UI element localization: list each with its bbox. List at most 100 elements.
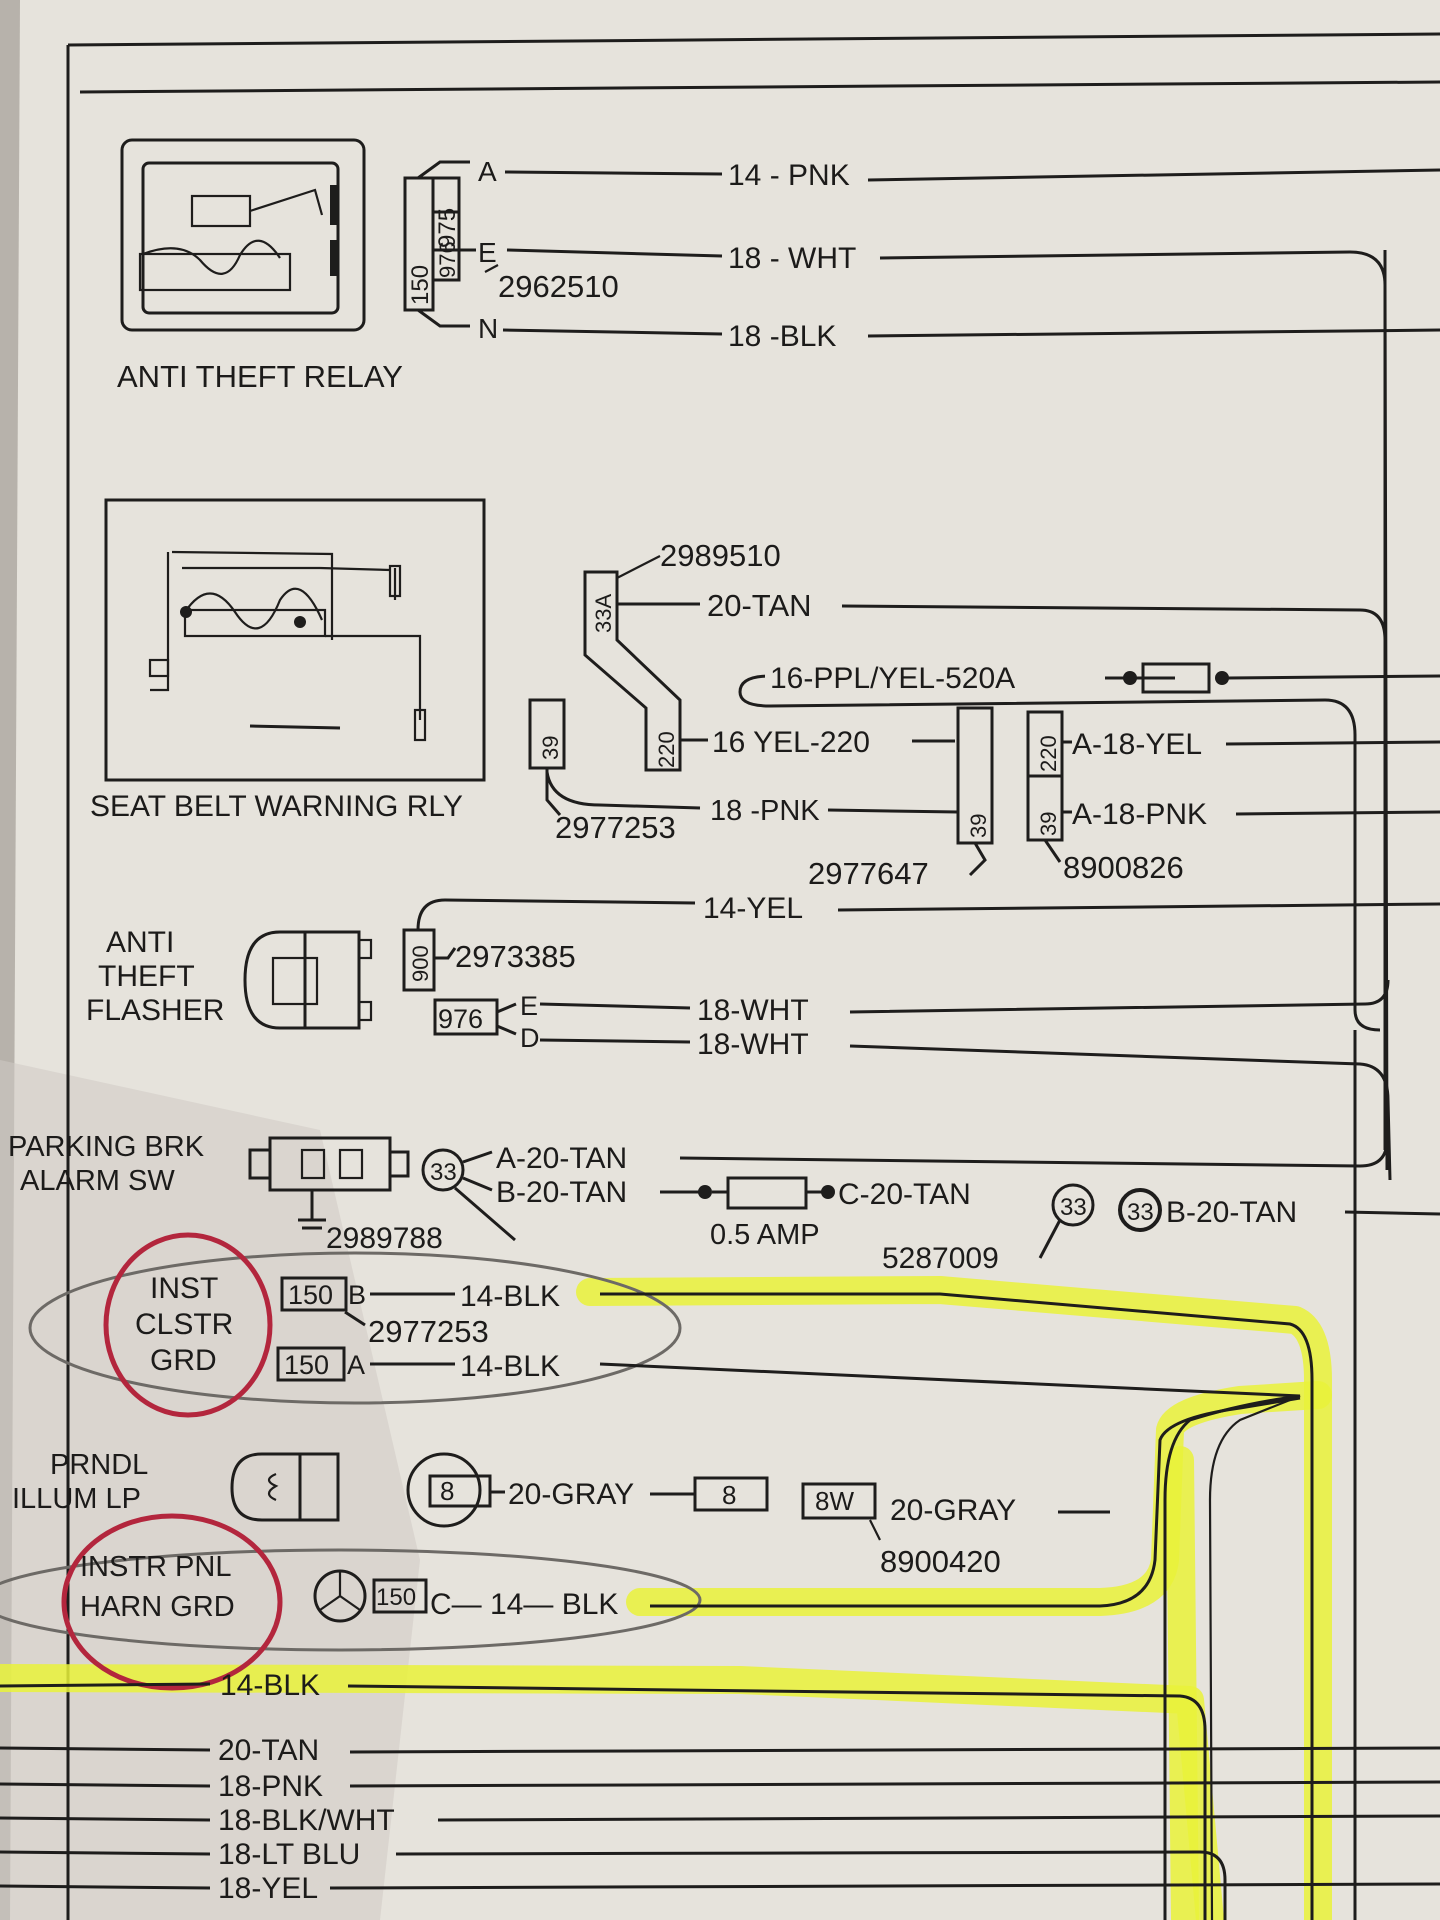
- wire-c-14-blk-label: C— 14— BLK: [430, 1588, 618, 1621]
- flasher-pin-e: E: [520, 991, 538, 1021]
- connector-8-mid-id: 8: [722, 1480, 736, 1510]
- bottom-wire-18-blk-wht-left: [0, 1816, 211, 1822]
- wire-14-pnk-right: [867, 168, 1440, 182]
- relay-coil-core: [138, 252, 292, 292]
- wire-14-blk-b-right: [600, 1292, 1314, 1920]
- pin-a: A: [347, 1350, 365, 1380]
- relay-connector-id-976: 976: [435, 241, 460, 278]
- flasher-pin-d: D: [520, 1023, 540, 1053]
- connector-33a: 33A: [591, 594, 616, 633]
- wire-n-18-blk-left: [502, 328, 723, 336]
- ground-icon: [298, 1190, 326, 1230]
- ground-strand: [1208, 1394, 1301, 1920]
- highlighter-marks: [0, 1276, 1332, 1920]
- wire-b-20-tan-right-label: B-20-TAN: [1166, 1196, 1297, 1229]
- wire-18-pnk-to-mid: [827, 808, 959, 814]
- connector-150-c: [372, 1578, 428, 1614]
- highlight-inst-clstr-wire: [576, 1276, 1332, 1920]
- red-circle-inst-clstr: [103, 1232, 273, 1418]
- prndl-lamp-case: [298, 1452, 340, 1522]
- red-circle-instr-pnl: [61, 1513, 283, 1691]
- part-2973385: 2973385: [455, 939, 576, 974]
- flasher-case: [303, 930, 361, 1030]
- prndl-filament-icon: [267, 1472, 279, 1502]
- bottom-wire-20-tan: 20-TAN: [218, 1734, 319, 1767]
- ground-star-icon: [313, 1569, 367, 1623]
- instr-pnl-label-1: INSTR PNL: [80, 1551, 231, 1583]
- relay-part-leader: [484, 264, 499, 273]
- part-8900826: 8900826: [1063, 850, 1184, 885]
- ground-star-lines: [319, 1572, 361, 1611]
- wire-20-gray-label: 20-GRAY: [508, 1478, 634, 1511]
- connector-8-circle: [406, 1452, 482, 1528]
- connector-900-id: 900: [408, 945, 433, 982]
- flasher-pin-leads: [496, 1002, 517, 1036]
- bottom-wire-18-pnk-left: [0, 1782, 211, 1788]
- wire-16-ppl-yel-label: 16-PPL/YEL-520A: [770, 662, 1015, 695]
- bottom-wire-14-blk: 14-BLK: [220, 1669, 320, 1702]
- wire-a-20-tan-label: A-20-TAN: [496, 1142, 627, 1175]
- part-2977253-top: 2977253: [555, 810, 676, 845]
- bottom-wire-18-yel-right: [329, 1882, 1440, 1890]
- seat-belt-relay-stud: [148, 658, 170, 678]
- seat-belt-bent-connector: [583, 570, 682, 772]
- bottom-wire-14-blk-right: [347, 1684, 1207, 1920]
- part-2977647: 2977647: [808, 856, 929, 891]
- relay-terminal: [330, 185, 338, 225]
- part-2989510: 2989510: [660, 538, 781, 573]
- wire-16-ppl-yel-loop: [738, 674, 1381, 1032]
- inst-clstr-part-leader: [344, 1310, 366, 1327]
- connector-33-c-id: 33: [1060, 1194, 1087, 1221]
- parking-label-line-2: ALARM SW: [20, 1165, 175, 1197]
- relay-pin-e: E: [478, 237, 497, 268]
- bottom-wire-18-pnk: 18-PNK: [218, 1770, 323, 1803]
- connector-39-mid-id: 39: [966, 814, 991, 838]
- seat-belt-relay-term-2: [413, 708, 427, 742]
- connector-8-id: 8: [440, 1476, 454, 1506]
- wire-c-20-tan-label: C-20-TAN: [838, 1178, 971, 1211]
- seat-belt-relay-label: SEAT BELT WARNING RLY: [90, 790, 463, 823]
- connector-39-right-id: 39: [1036, 812, 1061, 836]
- bottom-wire-18-yel: 18-YEL: [218, 1872, 318, 1905]
- wire-18-pnk-label: 18 -PNK: [710, 795, 820, 827]
- relay-pin-a: A: [478, 156, 497, 187]
- ppl-fuse-node-2: [1215, 671, 1229, 685]
- anti-theft-flasher: ANTI THEFT FLASHER 900 2973385 976 E D 1…: [86, 892, 1440, 1181]
- part-5287009-leader: [1038, 1219, 1062, 1259]
- paper-shadow: [0, 1060, 420, 1920]
- seat-belt-relay-coil-icon: [184, 587, 324, 630]
- connector-33-right: [1118, 1188, 1162, 1232]
- parking-brake-alarm-switch: PARKING BRK ALARM SW 33 2989788 A-20-TAN…: [8, 1131, 1440, 1275]
- wire-18-blk-label: 18 -BLK: [728, 320, 836, 353]
- bottom-wire-14-blk-left: [0, 1682, 211, 1688]
- pencil-loop-instr-pnl: [0, 1548, 702, 1652]
- switch-tip: [388, 1150, 410, 1178]
- relay-pin-n-lead: [417, 308, 470, 328]
- seat-belt-relay-leads: [319, 566, 422, 720]
- bottom-wire-20-tan-left: [0, 1746, 211, 1752]
- inst-clstr-label-1: INST: [150, 1272, 218, 1305]
- parking-label-line-1: PARKING BRK: [8, 1131, 205, 1163]
- prndl-label-2: ILLUM LP: [12, 1483, 141, 1515]
- prndl-lamp-body: [230, 1452, 302, 1522]
- wire-16-yel-label: 16 YEL-220: [712, 726, 870, 759]
- seat-belt-relay-box: [104, 498, 486, 782]
- wire-14-blk-a-label: 14-BLK: [460, 1350, 560, 1383]
- connector-8w-id: 8W: [815, 1486, 854, 1516]
- wire-18-wht-label: 18 - WHT: [728, 242, 856, 275]
- flasher-pin: [357, 938, 373, 960]
- bottom-wire-18-lt-blu-left: [0, 1850, 211, 1856]
- frame-top-line: [67, 32, 1440, 47]
- frame-second-line: [79, 80, 1440, 94]
- wire-18-wht-e-label: 18-WHT: [697, 994, 809, 1027]
- connector-33-c: [1051, 1183, 1095, 1227]
- ppl-fuse-icon: [1141, 662, 1211, 694]
- anti-theft-relay-label: ANTI THEFT RELAY: [117, 359, 403, 394]
- fuse-node-right: [821, 1185, 835, 1199]
- part-2989788: 2989788: [326, 1222, 443, 1255]
- wire-a-18-pnk-label: A-18-PNK: [1072, 798, 1207, 831]
- relay-terminal-2: [330, 240, 338, 276]
- connector-8w: [801, 1482, 877, 1520]
- wire-18-wht-d-right: [849, 1044, 1392, 1181]
